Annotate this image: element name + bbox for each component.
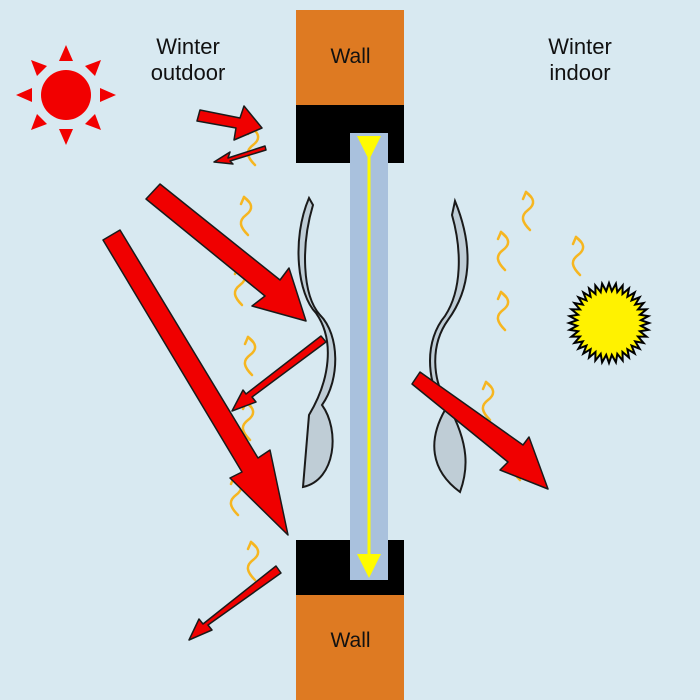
- wall-bottom: [296, 595, 404, 700]
- heat-arrow-small-1: [213, 145, 267, 165]
- indoor-shield: [429, 197, 469, 494]
- indoor-label-line1: Winter: [548, 34, 612, 59]
- heat-arrow-small-2: [231, 335, 327, 412]
- heat-arrow-small-3: [188, 565, 282, 641]
- wall-bottom-label: Wall: [330, 629, 371, 652]
- label-winter-outdoor: Winter outdoor: [128, 34, 248, 86]
- outdoor-sun-icon: [16, 45, 116, 145]
- label-winter-indoor: Winter indoor: [520, 34, 640, 86]
- indoor-sun-icon: [565, 279, 653, 367]
- outdoor-label-line2: outdoor: [150, 60, 226, 85]
- wall-top-label: Wall: [330, 45, 371, 68]
- outdoor-label-line1: Winter: [156, 34, 220, 59]
- heat-arrow-big-2: [102, 229, 289, 536]
- heat-arrow-big-1: [145, 183, 307, 322]
- outdoor-shield: [297, 195, 337, 489]
- wall-top: [296, 10, 404, 105]
- heat-arrow-in-1: [196, 105, 263, 141]
- indoor-label-line2: indoor: [549, 60, 611, 85]
- heat-arrow-indoor: [411, 371, 549, 490]
